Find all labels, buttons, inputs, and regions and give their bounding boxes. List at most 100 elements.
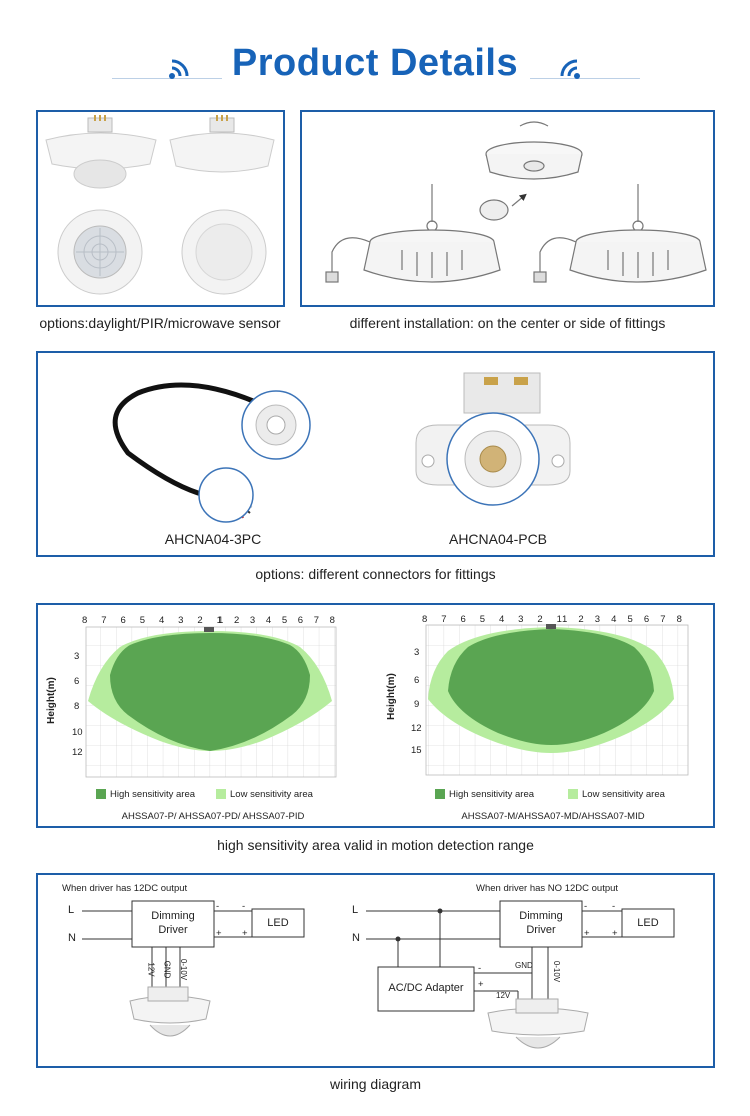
minus-sign: -	[478, 963, 482, 974]
tick: 3	[178, 615, 184, 626]
tick: 5	[479, 614, 485, 625]
left-y-axis-label: Height(m)	[45, 677, 57, 724]
detection-range-panel: 8 7 6 5 4 3 2 1 1 2 3 4 5 6 7 8 3 6 8 10…	[36, 603, 715, 828]
right-x-ticks-left: 8 7 6 5 4 3 2 1	[422, 614, 562, 625]
wiring-panel: When driver has 12DC output When driver …	[36, 873, 715, 1068]
plus-sign: +	[612, 928, 618, 939]
tick: 5	[281, 615, 288, 626]
caption-detection: high sensitivity area valid in motion de…	[217, 837, 534, 853]
connectors-panel: AHCNA04-3PC AHCNA04-PCB	[36, 351, 715, 557]
left-y-tick: 10	[72, 727, 83, 738]
minus-sign: -	[216, 901, 220, 912]
tick: 3	[518, 614, 524, 625]
tick: 7	[313, 615, 320, 626]
tick: 1	[562, 614, 568, 625]
wire-010v-label: 0-10V	[552, 960, 562, 983]
legend-high-label: High sensitivity area	[449, 789, 535, 800]
tick: 5	[139, 615, 145, 626]
sensor-options-panel	[36, 110, 285, 307]
detection-charts	[85, 624, 689, 799]
right-models-label: AHSSA07-M/AHSSA07-MD/AHSSA07-MID	[461, 811, 645, 822]
left-x-ticks-left: 8 7 6 5 4 3 2 1	[82, 615, 222, 626]
tick: 1	[218, 615, 224, 626]
right-y-tick: 9	[414, 699, 420, 710]
wire-12v-label: 12V	[496, 991, 511, 1000]
caption-sensor-options: options:daylight/PIR/microwave sensor	[39, 315, 281, 331]
left-y-tick: 6	[74, 676, 80, 687]
tick: 8	[82, 615, 88, 626]
tick: 6	[643, 614, 650, 625]
legend-high-label: High sensitivity area	[110, 789, 196, 800]
tick: 5	[627, 614, 633, 625]
tick: 2	[537, 614, 543, 625]
wifi-signal-icon	[560, 59, 580, 79]
line-N-label: N	[68, 932, 76, 944]
left-x-ticks-right: 1 2 3 4 5 6 7 8	[218, 615, 335, 626]
page-title: Product Details	[231, 42, 519, 84]
wiring-diagrams	[82, 900, 675, 1049]
legend-low-swatch	[568, 789, 578, 799]
plus-sign: +	[216, 928, 222, 939]
left-high-sensitivity-area	[110, 633, 310, 751]
tick: 6	[120, 615, 126, 626]
left-y-tick: 3	[74, 651, 80, 662]
left-sensor-marker	[204, 627, 214, 632]
tick: 3	[249, 615, 256, 626]
driver-label-1: Dimming	[151, 910, 195, 922]
tick: 8	[422, 614, 428, 625]
title-rule-right	[530, 78, 640, 79]
legend-high-swatch	[96, 789, 106, 799]
tick: 4	[611, 614, 617, 625]
caption-wiring: wiring diagram	[329, 1076, 422, 1092]
adapter-label: AC/DC Adapter	[388, 982, 464, 994]
minus-sign: -	[612, 901, 616, 912]
driver-label-2: Driver	[526, 924, 556, 936]
tick: 8	[329, 615, 335, 626]
legend-low-swatch	[216, 789, 226, 799]
tick: 8	[676, 614, 682, 625]
tick: 4	[158, 615, 165, 626]
tick: 6	[460, 614, 466, 625]
legend-low-label: Low sensitivity area	[582, 789, 665, 800]
wire-gnd-label: GND	[515, 961, 533, 970]
driver-label-1: Dimming	[519, 910, 563, 922]
wire-12v-label: 12V	[146, 962, 156, 977]
minus-sign: -	[584, 901, 588, 912]
tick: 1	[216, 615, 222, 626]
right-y-tick: 15	[411, 745, 422, 756]
sensor-photos	[45, 115, 275, 295]
tick: 2	[233, 615, 240, 626]
installation-panel	[300, 110, 715, 307]
driver-label-2: Driver	[158, 924, 188, 936]
tick: 2	[578, 614, 584, 625]
connector-illustrations	[112, 372, 571, 523]
wire-gnd-label: GND	[162, 960, 172, 979]
caption-connectors: options: different connectors for fittin…	[255, 566, 496, 582]
wifi-signal-icon	[169, 59, 189, 79]
wiring-left-title: When driver has 12DC output	[62, 883, 188, 894]
left-models-label: AHSSA07-P/ AHSSA07-PD/ AHSSA07-PID	[121, 811, 305, 822]
left-y-tick: 12	[72, 747, 83, 758]
tick: 1	[556, 614, 562, 625]
plus-sign: +	[478, 979, 484, 990]
led-label: LED	[267, 917, 289, 929]
line-L-label: L	[68, 904, 75, 916]
right-y-axis-label: Height(m)	[385, 673, 397, 720]
line-N-label: N	[352, 932, 360, 944]
tick: 6	[297, 615, 304, 626]
plus-sign: +	[584, 928, 590, 939]
caption-installation: different installation: on the center or…	[349, 315, 666, 331]
tick: 3	[594, 614, 601, 625]
minus-sign: -	[242, 901, 246, 912]
right-high-sensitivity-area	[448, 629, 654, 745]
tick: 7	[441, 614, 447, 625]
product-left-label: AHCNA04-3PC	[164, 531, 262, 547]
right-y-tick: 3	[414, 647, 420, 658]
left-y-tick: 8	[74, 701, 80, 712]
tick: 7	[101, 615, 107, 626]
legend-high-swatch	[435, 789, 445, 799]
right-sensor-marker	[546, 624, 556, 629]
legend-low-label: Low sensitivity area	[230, 789, 313, 800]
tick: 7	[660, 614, 666, 625]
plus-sign: +	[242, 928, 248, 939]
